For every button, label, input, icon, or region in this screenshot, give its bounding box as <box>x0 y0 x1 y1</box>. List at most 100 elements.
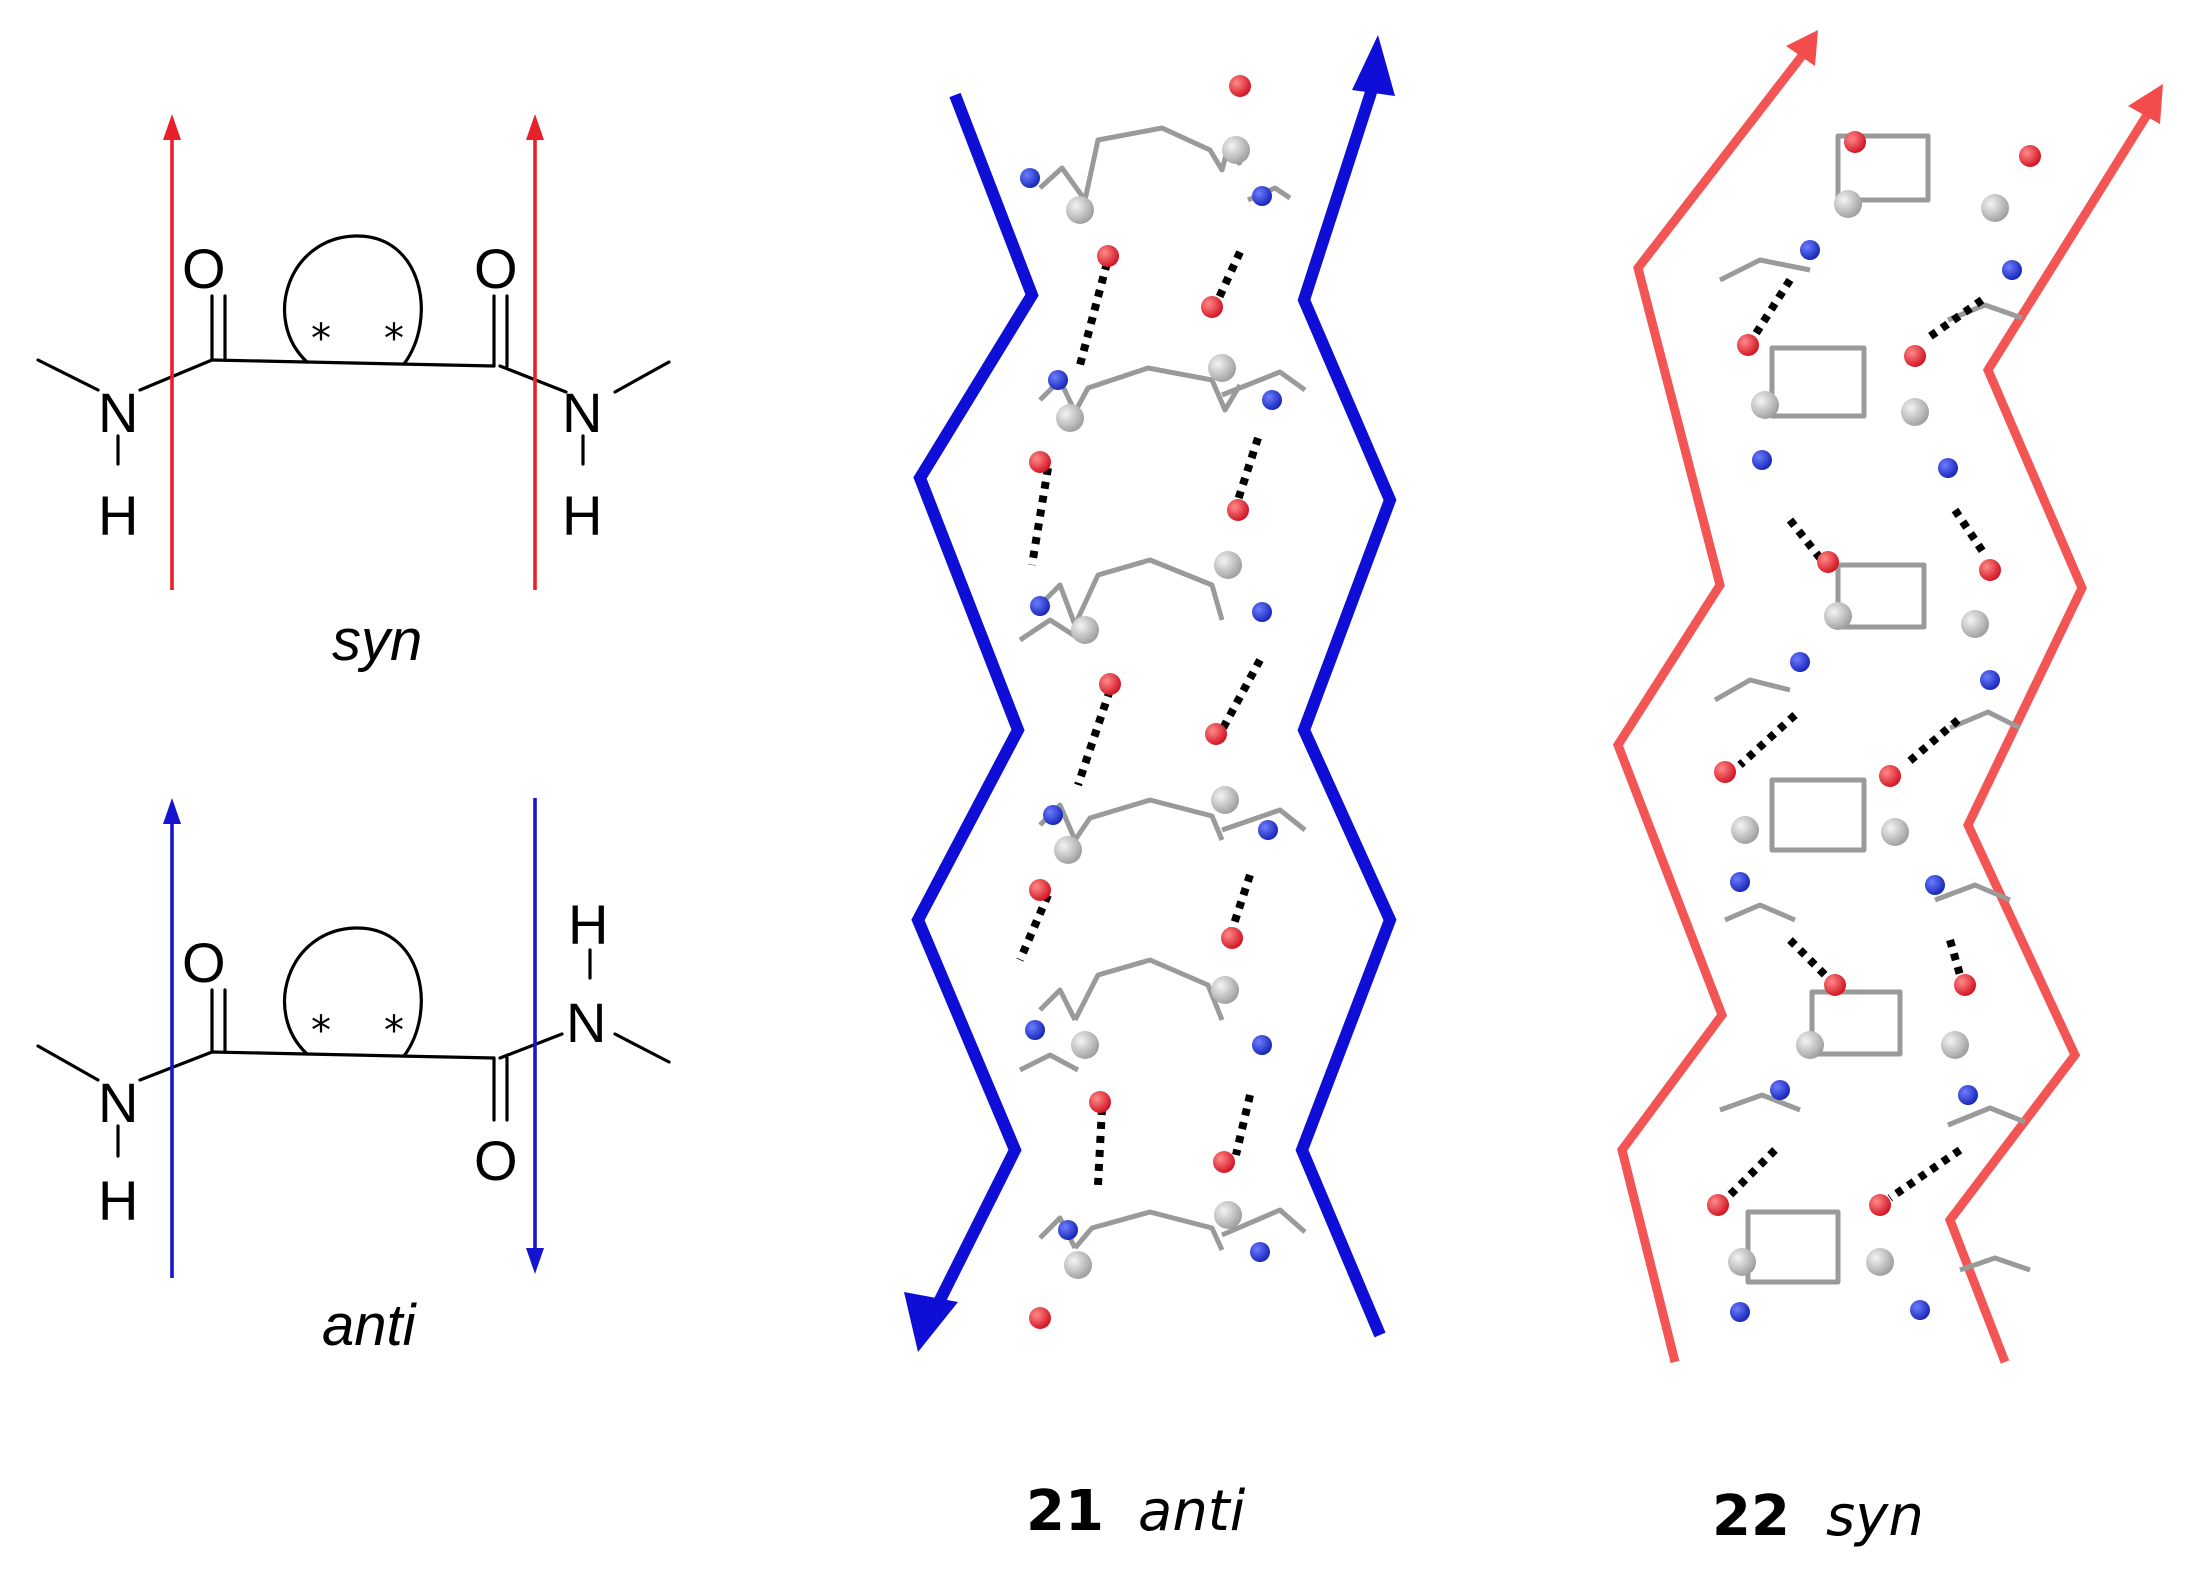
atom-nitrogen <box>1058 1220 1078 1240</box>
atom-carbon <box>1866 1248 1894 1276</box>
atom-oxygen <box>1737 334 1759 356</box>
atom-oxygen <box>1029 451 1051 473</box>
atom-oxygen <box>1904 345 1926 367</box>
atom-oxygen <box>1097 245 1119 267</box>
anti-atoms <box>1020 75 1282 1329</box>
anti-arrow-left <box>163 798 181 1278</box>
anti-structure-number: 21 <box>1026 1479 1104 1544</box>
atom-carbon <box>1054 836 1082 864</box>
atom-oxygen <box>1227 499 1249 521</box>
syn-star-left: * <box>311 316 331 362</box>
anti-star-right: * <box>384 1008 404 1054</box>
anti-scheme: O O N N H H * * anti <box>36 798 671 1358</box>
syn-h-left: H <box>98 484 138 547</box>
atom-nitrogen <box>1048 370 1068 390</box>
atom-nitrogen <box>1752 450 1772 470</box>
atom-oxygen <box>1089 1091 1111 1113</box>
atom-oxygen <box>1879 765 1901 787</box>
syn-h-right: H <box>562 484 602 547</box>
atom-carbon <box>1064 1251 1092 1279</box>
atom-nitrogen <box>1043 805 1063 825</box>
structure-22-syn: 22 syn <box>1612 30 2163 1549</box>
atom-nitrogen <box>2002 260 2022 280</box>
syn-structure-number: 22 <box>1712 1484 1790 1549</box>
atom-oxygen <box>1205 723 1227 745</box>
atom-oxygen <box>1979 559 2001 581</box>
atom-carbon <box>1881 818 1909 846</box>
atom-carbon <box>1901 398 1929 426</box>
syn-n-right: N <box>562 381 602 444</box>
atom-carbon <box>1981 194 2009 222</box>
syn-o-left: O <box>182 237 226 300</box>
atom-nitrogen <box>1252 1035 1272 1055</box>
syn-caption: syn <box>332 608 422 673</box>
atom-oxygen <box>1213 1151 1235 1173</box>
anti-strand-right-arrowhead <box>1352 35 1395 96</box>
atom-carbon <box>1961 610 1989 638</box>
atom-oxygen <box>1844 131 1866 153</box>
syn-arrow-left <box>163 114 181 590</box>
atom-oxygen <box>2019 145 2041 167</box>
atom-carbon <box>1071 1031 1099 1059</box>
atom-nitrogen <box>1910 1300 1930 1320</box>
atom-nitrogen <box>1258 820 1278 840</box>
atom-oxygen <box>1869 1194 1891 1216</box>
atom-oxygen <box>1221 927 1243 949</box>
anti-strand-right <box>1295 78 1397 1338</box>
atom-oxygen <box>1707 1194 1729 1216</box>
atom-carbon <box>1222 136 1250 164</box>
syn-structure-label: syn <box>1826 1484 1924 1549</box>
atom-nitrogen <box>1025 1020 1045 1040</box>
anti-caption: anti <box>322 1293 418 1358</box>
atom-oxygen <box>1714 761 1736 783</box>
atom-oxygen <box>1099 673 1121 695</box>
atom-nitrogen <box>1030 596 1050 616</box>
atom-carbon <box>1071 616 1099 644</box>
atom-nitrogen <box>1262 390 1282 410</box>
atom-carbon <box>1751 391 1779 419</box>
atom-carbon <box>1066 196 1094 224</box>
syn-strand-left-arrowhead <box>1786 30 1818 66</box>
anti-o-right: O <box>474 1129 518 1192</box>
atom-carbon <box>1834 190 1862 218</box>
atom-carbon <box>1941 1031 1969 1059</box>
anti-star-left: * <box>311 1008 331 1054</box>
atom-nitrogen <box>1800 240 1820 260</box>
atom-nitrogen <box>1938 458 1958 478</box>
anti-h-right: H <box>568 893 608 956</box>
syn-n-left: N <box>98 381 138 444</box>
atom-nitrogen <box>1250 1242 1270 1262</box>
atom-nitrogen <box>1958 1085 1978 1105</box>
atom-carbon <box>1211 786 1239 814</box>
atom-nitrogen <box>1252 186 1272 206</box>
syn-strand-left <box>1612 45 1812 1364</box>
atom-oxygen <box>1201 296 1223 318</box>
atom-carbon <box>1056 404 1084 432</box>
atom-nitrogen <box>1730 872 1750 892</box>
atom-carbon <box>1796 1031 1824 1059</box>
atom-carbon <box>1214 1201 1242 1229</box>
atom-carbon <box>1731 816 1759 844</box>
atom-oxygen <box>1817 551 1839 573</box>
anti-o-left: O <box>182 931 226 994</box>
anti-n-right: N <box>566 991 606 1054</box>
syn-backbone <box>1713 133 2031 1285</box>
structure-21-anti: 21 anti <box>904 35 1397 1544</box>
syn-arrow-right <box>526 114 544 590</box>
anti-hydrogen-bonds <box>1016 250 1264 1186</box>
atom-oxygen <box>1954 974 1976 996</box>
syn-hydrogen-bonds <box>1727 277 1989 1202</box>
atom-carbon <box>1214 551 1242 579</box>
atom-nitrogen <box>1925 875 1945 895</box>
anti-strand-left-arrowhead <box>904 1292 958 1352</box>
syn-strand-right-arrowhead <box>2128 84 2163 124</box>
atom-nitrogen <box>1770 1080 1790 1100</box>
syn-atoms <box>1707 131 2041 1322</box>
atom-nitrogen <box>1252 602 1272 622</box>
atom-nitrogen <box>1790 652 1810 672</box>
syn-o-right: O <box>474 237 518 300</box>
atom-nitrogen <box>1020 168 1040 188</box>
atom-carbon <box>1728 1248 1756 1276</box>
atom-oxygen <box>1824 974 1846 996</box>
